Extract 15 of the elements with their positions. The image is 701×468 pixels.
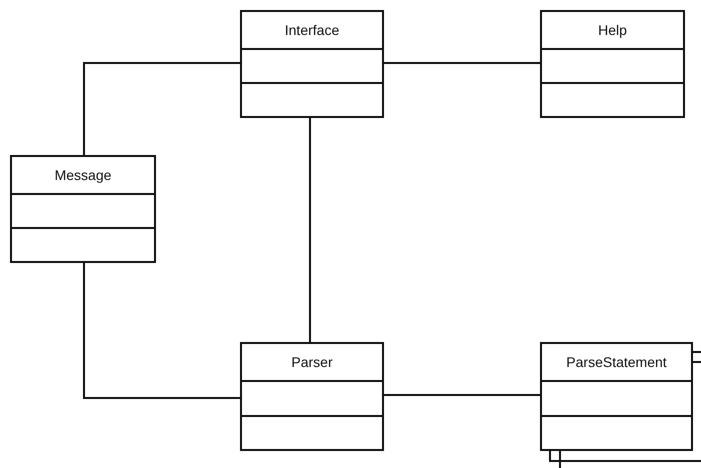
class-name: Interface — [284, 22, 340, 38]
class-name: Help — [598, 22, 627, 38]
class-box — [240, 342, 384, 451]
association-line — [384, 62, 540, 64]
class-name: Message — [54, 167, 112, 183]
class-box — [540, 10, 685, 118]
association-line — [309, 118, 311, 342]
class-box — [240, 10, 384, 118]
association-line — [384, 394, 540, 396]
class-box — [540, 342, 693, 451]
class-box — [10, 155, 156, 263]
association-line — [83, 263, 240, 399]
class-name: Parser — [291, 354, 333, 370]
association-line — [83, 62, 240, 155]
class-name: ParseStatement — [566, 354, 667, 370]
